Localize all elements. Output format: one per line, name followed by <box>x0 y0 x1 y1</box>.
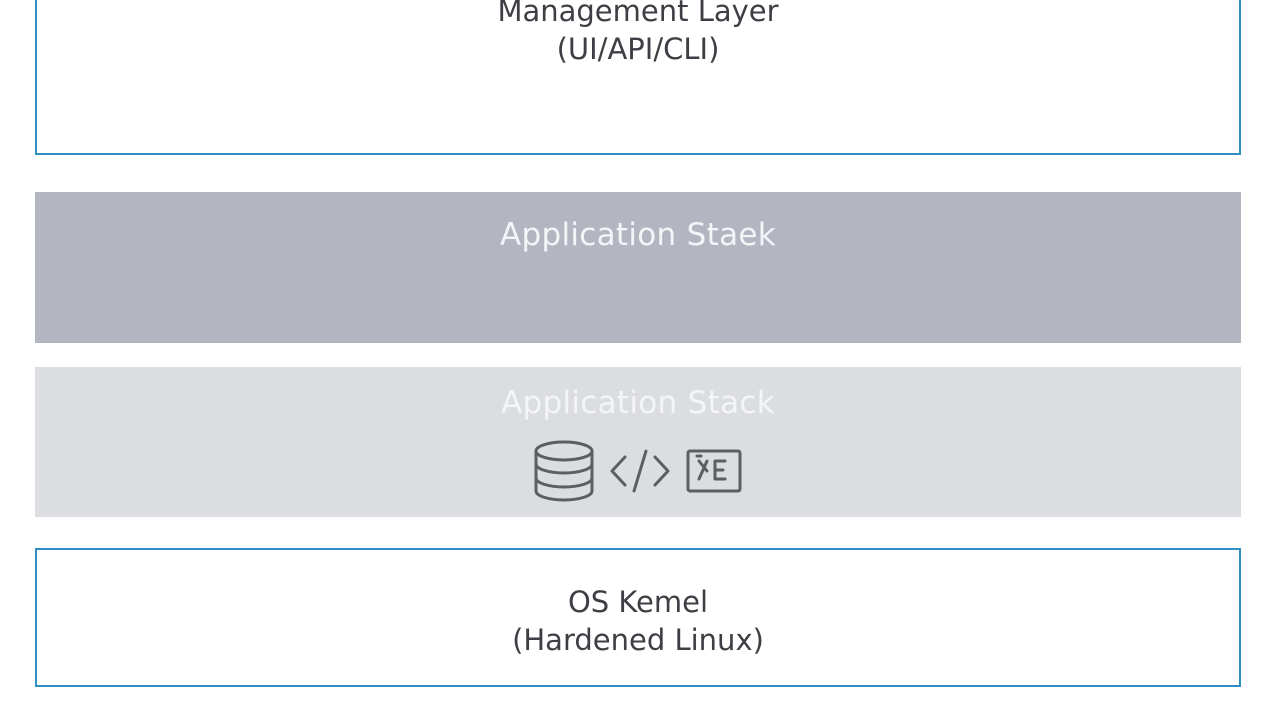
os-kernel-box: OS Kemel (Hardened Linux) <box>35 548 1241 687</box>
application-stack-icons <box>35 439 1241 503</box>
management-layer-box: Management Layer (UI/API/CLI) <box>35 0 1241 155</box>
os-kernel-subtitle: (Hardened Linux) <box>512 623 764 657</box>
management-layer-title: Management Layer <box>497 0 779 28</box>
code-icon <box>610 449 670 493</box>
application-stack-upper-box: Application Staek <box>35 192 1241 343</box>
database-icon <box>534 440 594 502</box>
management-layer-label: Management Layer (UI/API/CLI) <box>37 0 1239 68</box>
os-kernel-title: OS Kemel <box>567 585 708 619</box>
application-stack-lower-box: Application Stack <box>35 367 1241 517</box>
terminal-icon <box>686 449 742 493</box>
application-stack-upper-title: Application Staek <box>499 217 777 253</box>
application-stack-lower-title: Application Stack <box>501 385 775 421</box>
os-kernel-label: OS Kemel (Hardened Linux) <box>37 583 1239 659</box>
management-layer-subtitle: (UI/API/CLI) <box>556 32 720 66</box>
